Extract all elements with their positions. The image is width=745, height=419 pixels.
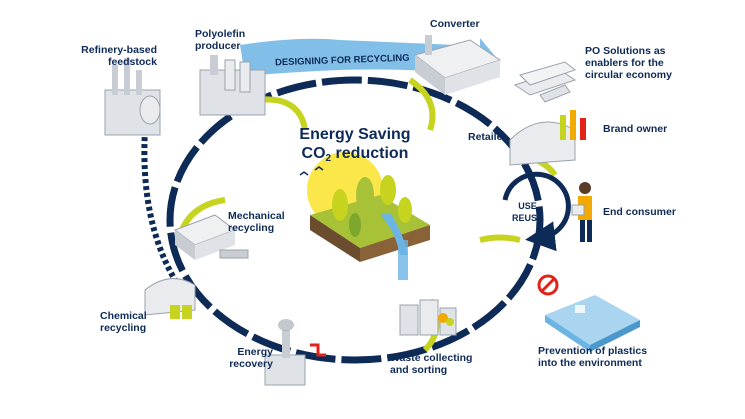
label-prevention-line1: Prevention of plastics	[538, 345, 648, 357]
green-arc-consumer	[479, 234, 521, 243]
use-reuse-label: USE REUSE	[505, 200, 550, 224]
label-chemical-line1: Chemical	[100, 310, 147, 322]
ocean-icon	[545, 295, 640, 352]
label-end-consumer: End consumer	[603, 206, 676, 218]
label-refinery-line2: feedstock	[107, 56, 157, 68]
energy-plant-icon	[264, 319, 326, 386]
label-chemical-line2: recycling	[100, 322, 147, 334]
center-landscape	[299, 152, 430, 280]
label-brand-line1: Brand owner	[603, 123, 668, 135]
po-products-icon	[513, 61, 577, 103]
polyolefin-plant-icon	[199, 55, 266, 116]
label-polyolefin-line2: producer	[195, 40, 241, 52]
label-retailer: Retailer	[468, 131, 507, 143]
label-po-line3: circular economy	[585, 69, 672, 81]
retailer-store-icon	[509, 110, 586, 166]
label-waste-line1: Waste collecting	[390, 352, 473, 364]
refinery-icon	[104, 58, 161, 136]
label-polyolefin: Polyolefin producer	[195, 28, 245, 52]
reduction-text: reduction	[331, 145, 409, 162]
use-text: USE	[518, 201, 537, 211]
center-title-line2: CO2 reduction	[285, 144, 425, 168]
label-polyolefin-line1: Polyolefin	[195, 28, 246, 40]
label-mechanical-line1: Mechanical	[228, 210, 285, 222]
label-prevention-line2: into the environment	[538, 357, 642, 369]
label-mechanical-line2: recycling	[228, 222, 275, 234]
label-po-solutions: PO Solutions as enablers for the circula…	[585, 45, 672, 81]
main-cycle-ring	[166, 76, 544, 364]
reuse-text: REUSE	[511, 213, 543, 223]
label-converter: Converter	[430, 18, 480, 30]
label-refinery-line1: Refinery-based	[81, 44, 157, 56]
label-consumer-line1: End consumer	[603, 206, 676, 218]
center-title-line1: Energy Saving	[299, 126, 411, 143]
label-prevention: Prevention of plastics into the environm…	[538, 345, 647, 369]
label-mechanical: Mechanical recycling	[228, 210, 285, 234]
label-chemical: Chemical recycling	[100, 310, 147, 334]
waste-bins-icon	[399, 299, 457, 336]
label-refinery: Refinery-based feedstock	[72, 44, 157, 68]
use-reuse-loop	[502, 171, 571, 252]
center-title: Energy Saving CO2 reduction	[285, 125, 425, 168]
co-text: CO	[301, 145, 326, 162]
label-waste-line2: and sorting	[390, 364, 448, 376]
green-arc-converter	[408, 77, 436, 131]
label-energy-recovery: Energy recovery	[228, 346, 273, 370]
label-energy-line2: recovery	[229, 358, 273, 370]
label-brand-owner: Brand owner	[603, 123, 667, 135]
label-po-line2: enablers for the	[585, 57, 664, 69]
label-converter-line1: Converter	[430, 18, 480, 30]
co2-subscript: 2	[325, 153, 332, 164]
label-waste: Waste collecting and sorting	[390, 352, 472, 376]
label-po-line1: PO Solutions as	[585, 45, 666, 57]
chemical-plant-icon	[144, 278, 196, 319]
mechanical-plant-icon	[173, 214, 249, 260]
label-energy-line1: Energy	[237, 346, 273, 358]
label-retailer-line1: Retailer	[468, 131, 507, 143]
prevention-sign-icon	[537, 274, 559, 296]
converter-factory-icon	[413, 35, 502, 95]
consumer-person-icon	[571, 182, 592, 242]
